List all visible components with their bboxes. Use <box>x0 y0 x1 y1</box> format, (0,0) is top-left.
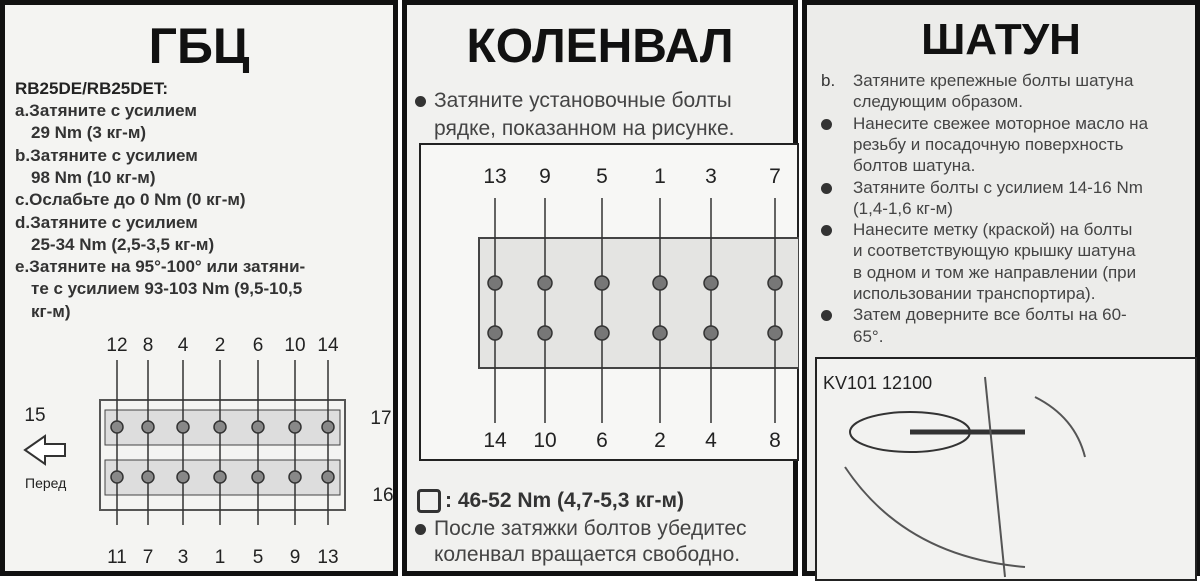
intro-line: рядке, показанном на рисунке. <box>434 117 735 140</box>
bolt-number: 9 <box>539 165 551 188</box>
bolt-number: 3 <box>705 165 717 188</box>
instruction-line: c.Ослабьте до 0 Nm (0 кг-м) <box>15 190 246 210</box>
bullet-icon <box>821 182 832 194</box>
bolt-number: 9 <box>289 547 301 568</box>
after-line: После затяжки болтов убедитес <box>434 517 747 540</box>
instruction-line: использовании транспортира). <box>853 284 1096 303</box>
bolt-number: 8 <box>142 335 154 356</box>
bullet-icon <box>821 118 832 130</box>
bolt-number: 8 <box>769 429 781 452</box>
instruction-line: e.Затяните на 95°-100° или затяни- <box>15 257 306 277</box>
instruction-line: 65°. <box>853 326 884 346</box>
panel-title: ГБЦ <box>148 18 250 74</box>
bolt-number: 7 <box>142 547 154 568</box>
torque-wrench-icon <box>417 489 441 514</box>
panel-connecting-rod: ШАТУН b. Затяните крепежные болты шатуна с… <box>802 0 1200 581</box>
bolt-number: 17 <box>370 408 392 429</box>
instruction-line: резьбу и посадочную поверхность <box>853 134 1124 154</box>
bolt-number: 3 <box>177 547 189 568</box>
step-marker: b. <box>821 71 836 90</box>
instruction-line: Затяните крепежные болты шатуна <box>853 71 1134 90</box>
bolt-number: 6 <box>252 335 264 356</box>
instruction-line: Нанесите свежее моторное масло на <box>853 113 1149 133</box>
bullet-icon <box>415 95 426 107</box>
torque-value: : 46-52 Nm (4,7-5,3 кг-м) <box>445 489 685 512</box>
instruction-line: 29 Nm (3 кг-м) <box>31 123 147 143</box>
bolt-number: 1 <box>654 165 666 188</box>
instruction-line: a.Затяните с усилием <box>15 101 197 120</box>
bullet-icon <box>415 523 426 535</box>
protractor-tool-illustration <box>815 357 1197 581</box>
instruction-line: и соответствующую крышку шатуна <box>853 241 1136 261</box>
bolt-number: 10 <box>533 429 557 452</box>
intro-line: Затяните установочные болты <box>434 89 732 112</box>
bolt-number: 5 <box>252 547 264 568</box>
bolt-number: 6 <box>596 429 608 452</box>
instruction-line: те с усилием 93-103 Nm (9,5-10,5 <box>31 279 303 299</box>
bolt-number: 4 <box>705 429 717 452</box>
instruction-line: Затем доверните все болты на 60- <box>853 305 1127 325</box>
bolt-number: 10 <box>284 335 306 356</box>
panel-title: ШАТУН <box>921 15 1081 64</box>
crankshaft-diagram <box>419 143 799 461</box>
front-label: Перед <box>25 475 67 491</box>
engine-model: RB25DE/RB25DET: <box>15 79 169 98</box>
panel-crankshaft: КОЛЕНВАЛ Затяните установочные болты ряд… <box>402 0 799 576</box>
bolt-number: 14 <box>317 335 339 356</box>
bolt-number: 15 <box>24 405 46 426</box>
bolt-number: 5 <box>596 165 608 188</box>
bolt-number: 13 <box>483 165 507 188</box>
bolt-number: 16 <box>372 485 394 506</box>
instruction-line: d.Затяните с усилием <box>15 212 198 232</box>
bolt-number: 2 <box>214 335 226 356</box>
bolt-number: 7 <box>769 165 781 188</box>
bullet-icon <box>821 225 832 237</box>
instruction-line: Нанесите метку (краской) на болты <box>853 220 1133 240</box>
instruction-line: 98 Nm (10 кг-м) <box>31 167 156 187</box>
instruction-line: Затяните болты с усилием 14-16 Nm <box>853 177 1143 197</box>
instruction-line: в одном и том же направлении (при <box>853 262 1137 282</box>
bolt-number: 2 <box>654 429 666 452</box>
bolt-number: 14 <box>483 429 507 452</box>
instruction-line: (1,4-1,6 кг-м) <box>853 198 953 218</box>
instruction-line: b.Затяните с усилием <box>15 145 198 165</box>
bolt-number: 12 <box>106 335 128 356</box>
bolt-number: 11 <box>107 547 127 568</box>
bolt-number: 4 <box>177 335 189 356</box>
bullet-icon <box>821 310 832 322</box>
bolt-number: 13 <box>317 547 339 568</box>
instruction-line: следующим образом. <box>853 92 1023 112</box>
tool-label: KV101 12100 <box>823 373 933 393</box>
bolt-number: 1 <box>214 547 226 568</box>
panel-cylinder-head: ГБЦ RB25DE/RB25DET: a.Затяните с усилием… <box>0 0 398 576</box>
instruction-line: кг-м) <box>31 301 71 321</box>
instruction-line: болтов шатуна. <box>853 156 976 176</box>
after-line: коленвал вращается свободно. <box>434 543 741 566</box>
panel-title: КОЛЕНВАЛ <box>466 20 734 73</box>
cylinder-head-diagram <box>23 360 346 525</box>
instruction-line: 25-34 Nm (2,5-3,5 кг-м) <box>31 234 215 254</box>
